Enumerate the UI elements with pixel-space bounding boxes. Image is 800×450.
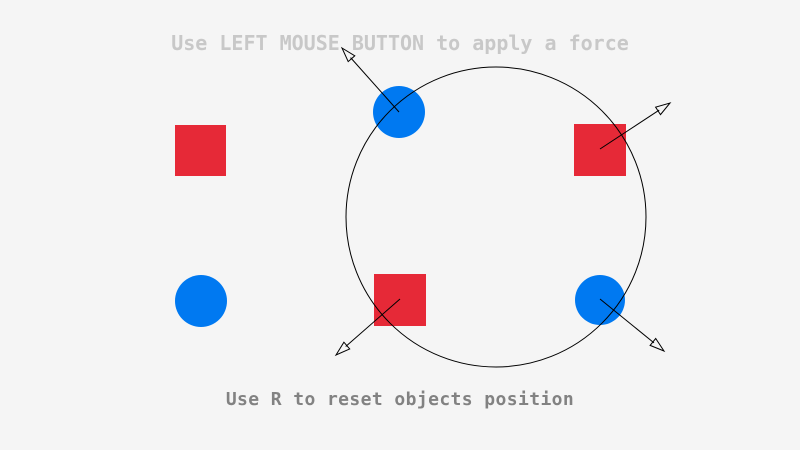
red-square-object[interactable]	[374, 274, 426, 326]
hint-reset-objects: Use R to reset objects position	[225, 389, 575, 410]
hint-apply-force: Use LEFT MOUSE BUTTON to apply a force	[171, 31, 629, 55]
red-square-object[interactable]	[175, 125, 226, 176]
blue-circle-object[interactable]	[575, 275, 625, 325]
blue-circle-object[interactable]	[175, 275, 227, 327]
force-arrow-head	[654, 102, 672, 116]
force-arrow-shaft	[350, 57, 400, 113]
boundary-circle	[345, 66, 647, 368]
force-arrow-shaft	[599, 109, 660, 150]
red-square-object[interactable]	[574, 124, 626, 176]
force-arrow-head	[340, 46, 356, 63]
force-arrow-head	[649, 337, 666, 353]
force-arrow-head	[334, 341, 351, 357]
force-arrow-shaft	[345, 298, 401, 347]
force-arrow-shaft	[599, 298, 655, 344]
